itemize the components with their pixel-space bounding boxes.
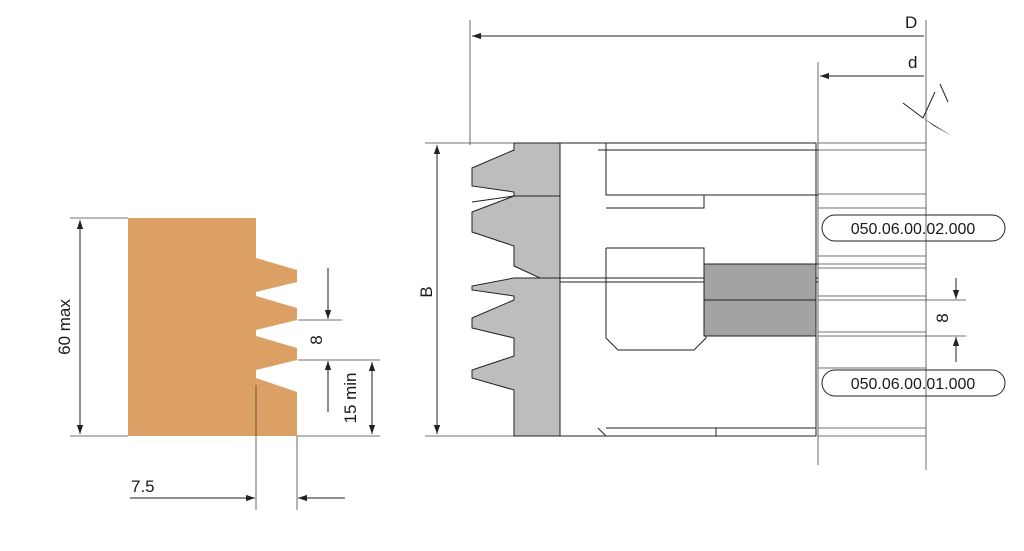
- profile-min-depth-label: 15 min: [341, 372, 360, 423]
- lower-blade: [471, 277, 561, 437]
- part-number-upper-label: 050.06.00.02.000: [851, 221, 976, 238]
- profile-pitch-label: 8: [307, 335, 326, 344]
- profile-shape: [128, 218, 297, 436]
- cutter-pitch-label: 8: [933, 313, 952, 322]
- upper-blade: [471, 142, 561, 279]
- cutter-assembly: D d B: [417, 13, 1006, 470]
- workpiece-profile: 60 max 8 15 min 7.5: [55, 217, 380, 510]
- part-number-lower: 050.06.00.01.000: [821, 369, 1006, 397]
- part-number-lower-label: 050.06.00.01.000: [851, 376, 976, 393]
- profile-width-label: 7.5: [131, 477, 155, 496]
- surface-symbol: [902, 83, 952, 136]
- height-label: B: [417, 286, 436, 297]
- profile-height-label: 60 max: [55, 299, 74, 355]
- outer-diameter-label: D: [905, 13, 917, 32]
- inner-diameter-label: d: [908, 53, 917, 72]
- hub-lines: [818, 142, 926, 437]
- part-number-upper: 050.06.00.02.000: [821, 214, 1006, 242]
